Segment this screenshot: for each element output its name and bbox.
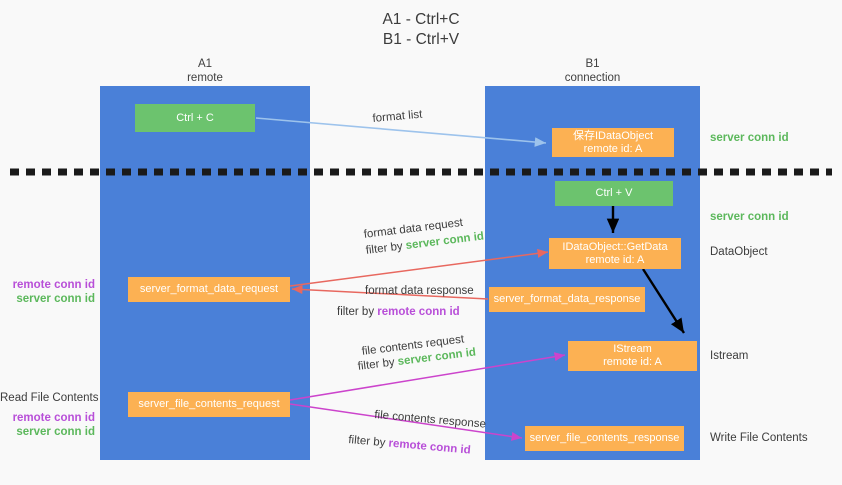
box-server-file-contents-response[interactable]: server_file_contents_response — [525, 426, 684, 451]
column-b1-name: B1 — [585, 58, 600, 70]
right-label-server-conn-id-top: server conn id — [710, 132, 789, 144]
column-a1-name: A1 — [197, 58, 213, 70]
filter-key-remote-conn-id: remote conn id — [387, 437, 472, 457]
page-title: A1 - Ctrl+C B1 - Ctrl+V — [0, 10, 842, 50]
right-label-dataobject: DataObject — [710, 246, 768, 258]
left-label-server-conn-id-upper: server conn id — [16, 293, 95, 305]
box-ctrl-v-label: Ctrl + V — [595, 187, 633, 199]
left-label-server-conn-id-lower: server conn id — [16, 426, 95, 438]
box-ctrl-c-label: Ctrl + C — [176, 111, 214, 124]
box-server-file-contents-request-label: server_file_contents_request — [138, 398, 280, 410]
edge-label-format-data-response: format data response — [365, 285, 474, 297]
box-idataobject-getdata-line2: remote id: A — [585, 253, 645, 266]
right-label-istream: Istream — [710, 350, 749, 362]
title-line-1: A1 - Ctrl+C — [382, 11, 460, 28]
box-server-format-data-request-label: server_format_data_request — [139, 283, 279, 295]
column-b1-sub: connection — [564, 72, 621, 84]
box-istream-line1: IStream — [613, 343, 652, 355]
right-label-server-conn-id-mid: server conn id — [710, 211, 789, 223]
filter-prefix: filter by — [365, 240, 407, 257]
filter-prefix: filter by — [337, 306, 378, 318]
column-header-a1: A1 remote — [100, 57, 310, 85]
edge-label-format-data-response-filter: filter by remote conn id — [337, 305, 460, 320]
title-line-2: B1 - Ctrl+V — [382, 31, 460, 48]
edge-label-format-list: format list — [372, 108, 423, 125]
column-header-b1: B1 connection — [485, 57, 700, 85]
left-label-remote-conn-id-lower: remote conn id — [12, 412, 95, 424]
filter-prefix: filter by — [357, 356, 399, 373]
box-server-file-contents-request[interactable]: server_file_contents_request — [128, 392, 290, 417]
box-ctrl-v[interactable]: Ctrl + V — [555, 181, 673, 206]
box-idataobject-line1: 保存IDataObject — [572, 129, 654, 142]
filter-prefix: filter by — [347, 433, 390, 450]
right-label-write-file-contents: Write File Contents — [710, 432, 808, 444]
box-idataobject-getdata[interactable]: IDataObject::GetData remote id: A — [549, 238, 681, 269]
box-server-file-contents-response-label: server_file_contents_response — [529, 432, 680, 444]
edge-label-file-contents-response: file contents response — [373, 408, 487, 431]
box-server-format-data-response[interactable]: server_format_data_response — [489, 287, 645, 312]
edge-label-file-contents-response-filter: filter by remote conn id — [348, 433, 472, 459]
box-idataobject[interactable]: 保存IDataObject remote id: A — [552, 128, 674, 157]
left-label-remote-conn-id-upper: remote conn id — [12, 279, 95, 291]
box-idataobject-getdata-line1: IDataObject::GetData — [562, 240, 668, 253]
box-idataobject-line2: remote id: A — [583, 142, 643, 155]
box-server-format-data-response-label: server_format_data_response — [493, 293, 641, 305]
box-istream-line2: remote id: A — [603, 356, 662, 368]
column-a1-sub: remote — [187, 72, 223, 84]
box-istream[interactable]: IStream remote id: A — [568, 341, 697, 371]
box-server-format-data-request[interactable]: server_format_data_request — [128, 277, 290, 302]
left-label-read-file-contents: Read File Contents — [0, 392, 99, 404]
filter-key-remote-conn-id: remote conn id — [377, 306, 460, 318]
box-ctrl-c[interactable]: Ctrl + C — [135, 104, 255, 132]
